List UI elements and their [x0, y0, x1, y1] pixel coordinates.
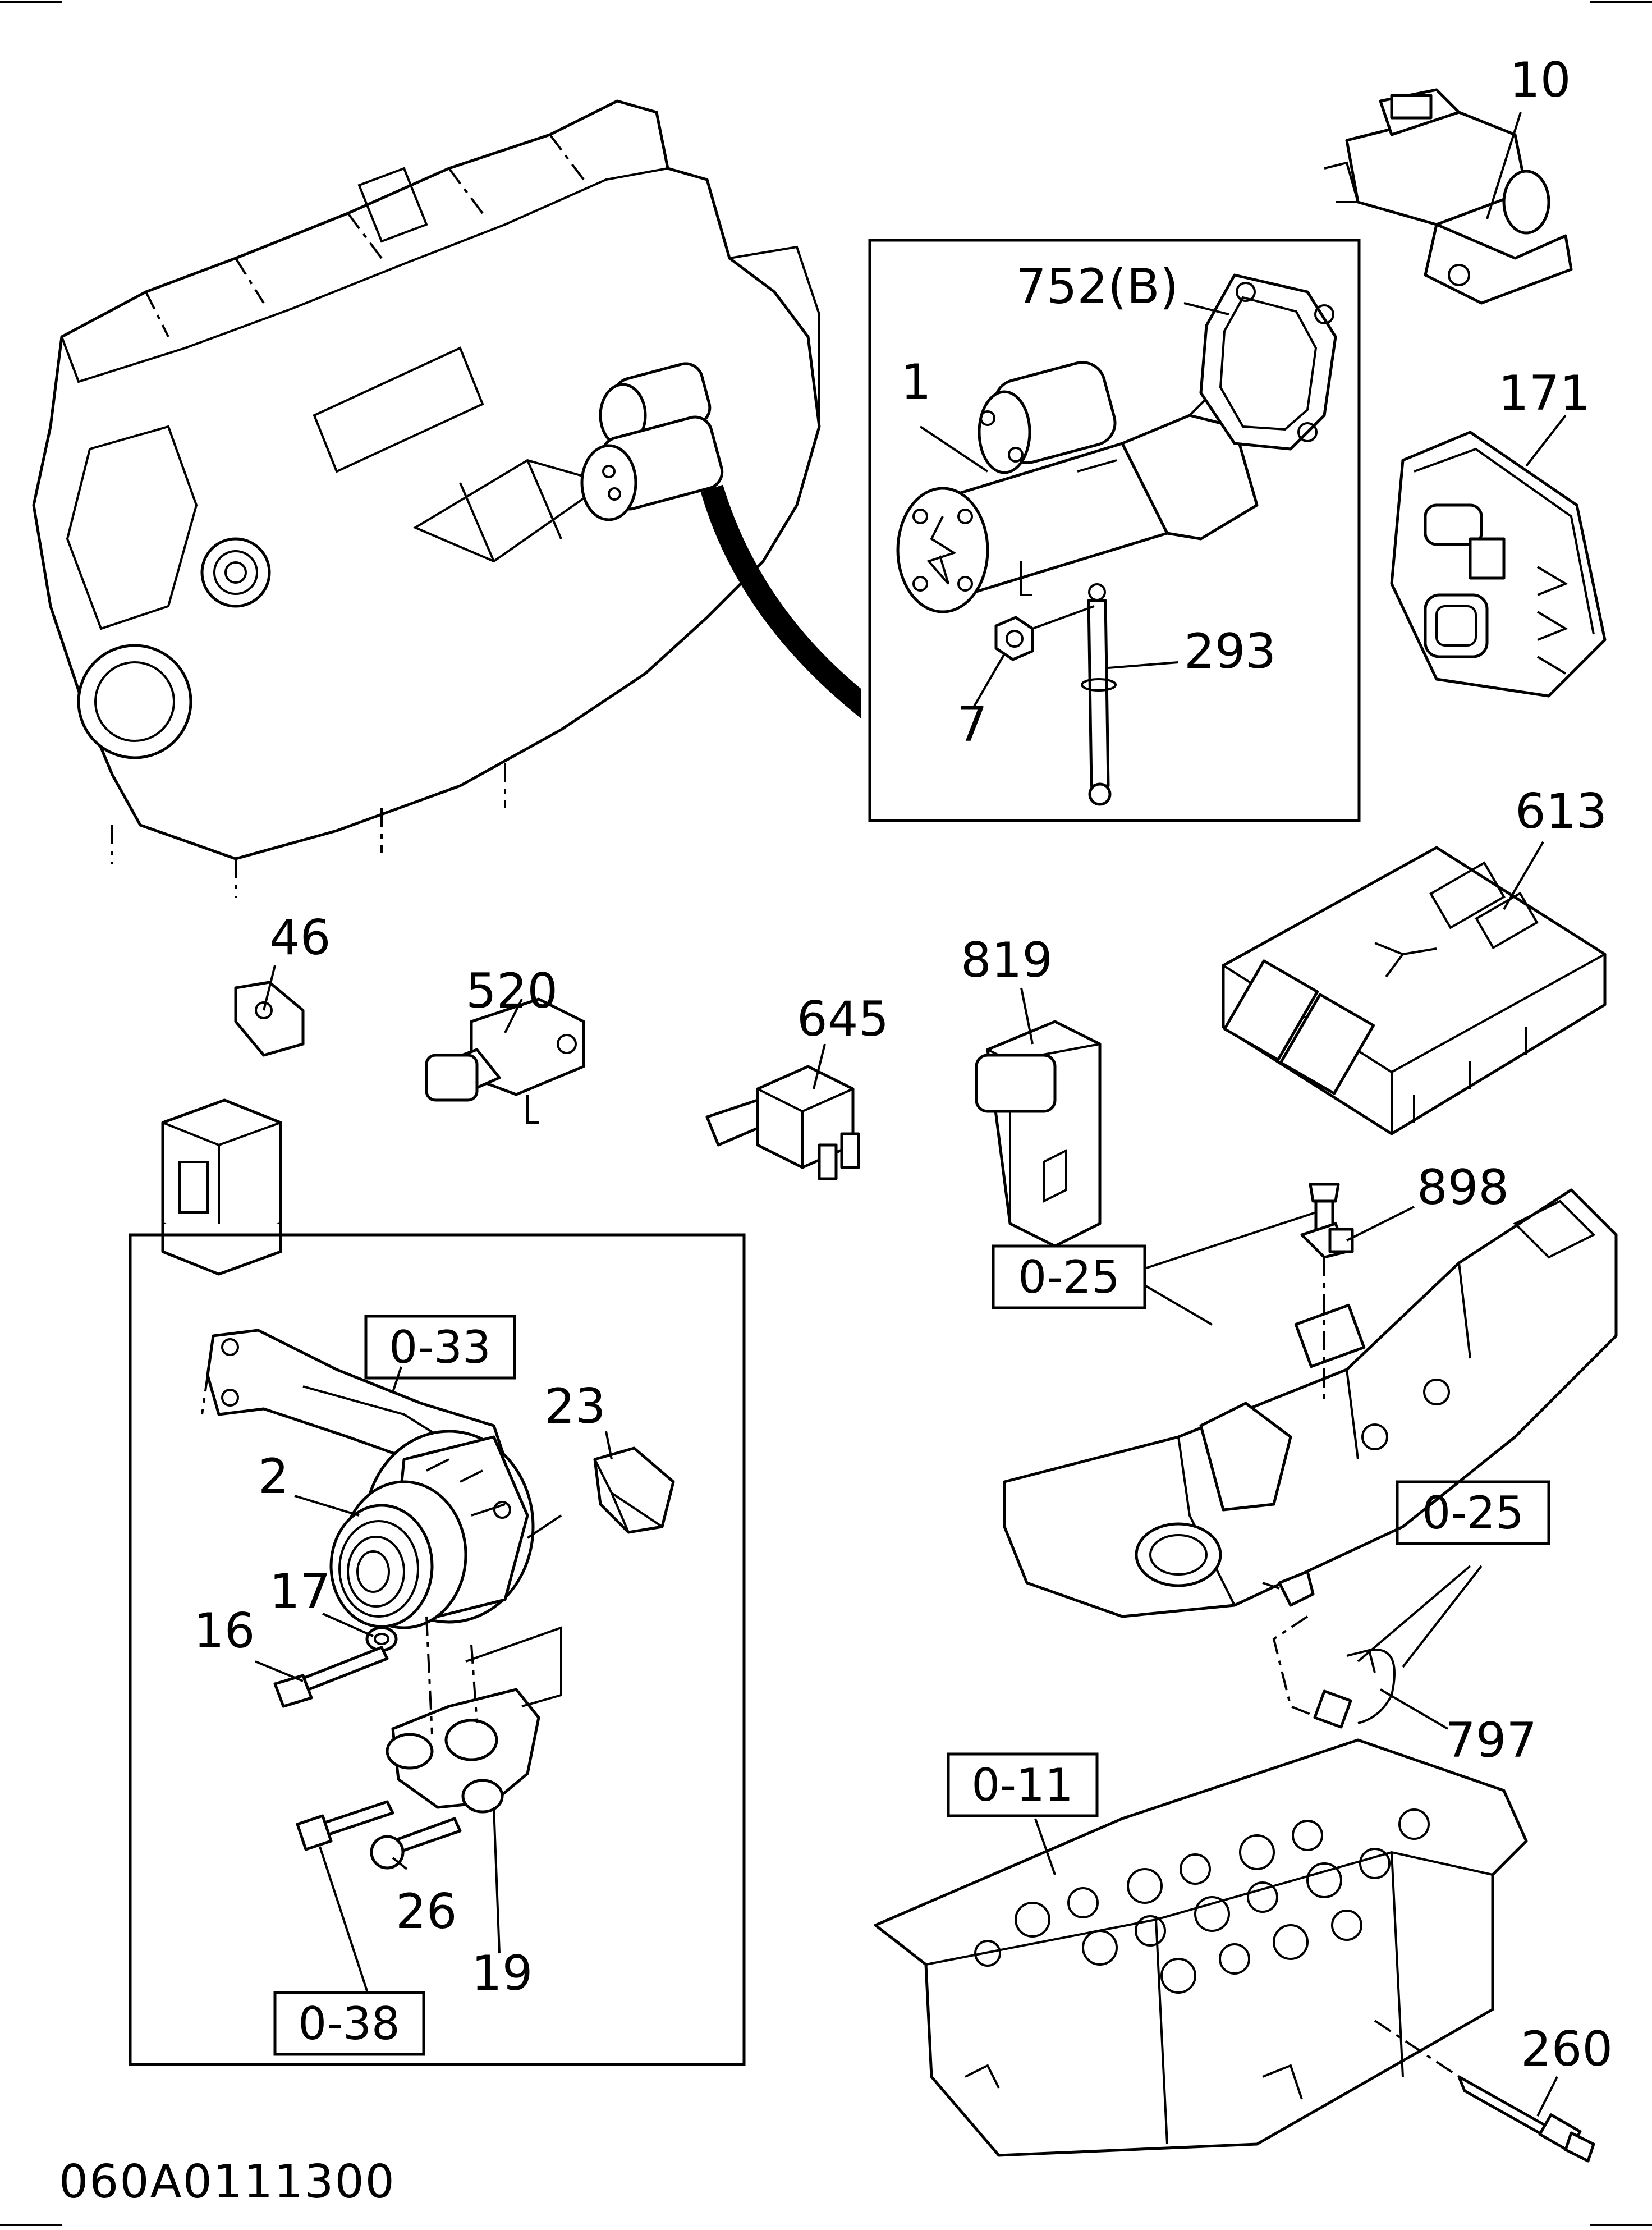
ref-box-0-38: 0-38	[273, 1991, 425, 2056]
callout-19: 19	[471, 1945, 533, 2002]
figure-code: 060A0111300	[59, 2155, 396, 2209]
alternator-detail-box	[129, 1233, 746, 2066]
part-171	[1390, 431, 1607, 698]
callout-613: 613	[1515, 784, 1607, 840]
bolt-16	[273, 1646, 389, 1708]
part-23	[526, 1446, 675, 1539]
callout-645: 645	[797, 991, 889, 1047]
callout-7: 7	[957, 697, 988, 753]
ref-box-0-11: 0-11	[947, 1752, 1099, 1817]
ref-0-11-label: 0-11	[971, 1759, 1073, 1811]
callout-1: 1	[901, 354, 931, 410]
starter-detail-box	[868, 239, 1361, 822]
part-613	[1222, 846, 1607, 1135]
part-898	[1300, 1222, 1354, 1403]
callout-26: 26	[396, 1884, 457, 1940]
cylinder-head	[874, 1738, 1528, 2157]
callout-819: 819	[961, 932, 1053, 988]
ref-box-0-25-bottom: 0-25	[1396, 1480, 1550, 1545]
part-645	[705, 1065, 860, 1180]
callout-898: 898	[1417, 1160, 1509, 1216]
ref-0-25-bottom-label: 0-25	[1422, 1487, 1524, 1539]
engine-assembly	[32, 99, 861, 898]
callout-46: 46	[269, 910, 331, 966]
part-819	[975, 1020, 1102, 1248]
callout-260: 260	[1521, 2021, 1613, 2077]
ref-box-0-33: 0-33	[364, 1315, 516, 1380]
callout-labels: 10 752(B) 1 171 293 7 613 46 520 645 819…	[194, 52, 1613, 2077]
alternator-2	[329, 1430, 535, 1629]
callout-2: 2	[258, 1449, 289, 1505]
callout-16: 16	[194, 1603, 255, 1659]
callout-23: 23	[544, 1379, 605, 1435]
cable-293	[1032, 583, 1117, 806]
callout-171: 171	[1498, 365, 1590, 422]
callout-293: 293	[1184, 624, 1276, 680]
part-520	[425, 997, 585, 1124]
bolt-0-38	[296, 1800, 394, 1851]
callout-752b: 752(B)	[1016, 259, 1178, 315]
ref-0-38-label: 0-38	[298, 1998, 400, 2050]
bolt-26	[370, 1817, 462, 1870]
part-46	[161, 981, 305, 1276]
nut-7	[994, 616, 1034, 661]
ref-0-25-top-label: 0-25	[1018, 1251, 1120, 1303]
leader-lines	[255, 112, 1567, 2117]
bracket-19	[386, 1616, 562, 1814]
section-references: 0-33 0-25 0-25 0-38 0-11	[273, 1244, 1550, 2056]
ref-0-33-label: 0-33	[389, 1321, 491, 1373]
callout-797: 797	[1445, 1712, 1537, 1769]
gasket-752b	[1199, 273, 1337, 451]
intake-manifold	[1003, 1188, 1618, 1618]
callout-10: 10	[1509, 52, 1571, 108]
part-797	[1262, 1570, 1396, 1729]
part-10	[1324, 88, 1573, 305]
callout-17: 17	[269, 1564, 331, 1620]
starter-motor-1	[896, 361, 1259, 613]
glow-plug-260	[1457, 2075, 1595, 2163]
callout-520: 520	[466, 963, 558, 1019]
ref-box-0-25-top: 0-25	[992, 1244, 1146, 1309]
